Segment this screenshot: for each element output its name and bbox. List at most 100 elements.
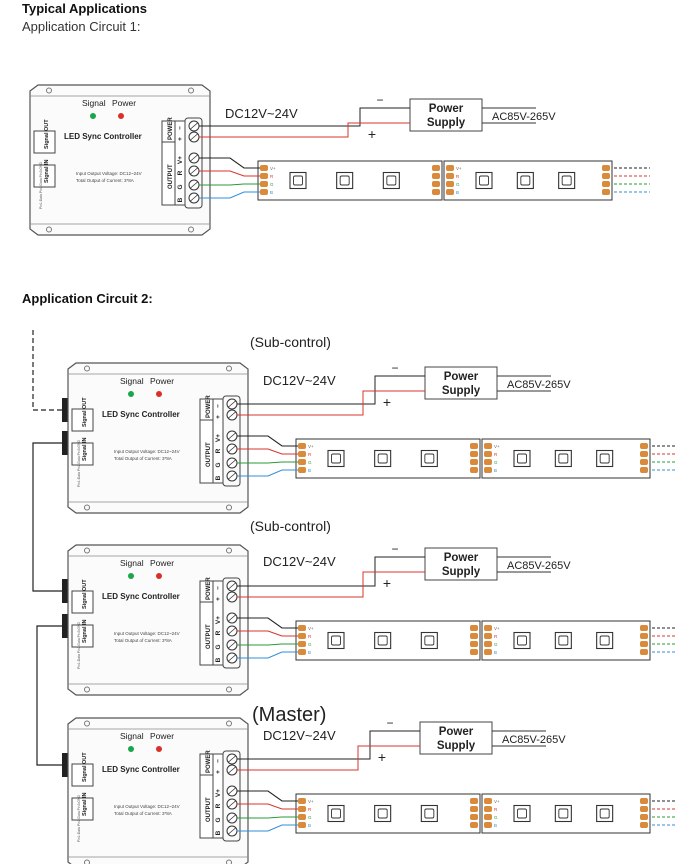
signal-out-label: Signal OUT — [82, 752, 88, 782]
strip-input-pad — [484, 467, 492, 473]
page-heading: Typical Applications — [22, 1, 147, 16]
negative-sign: − — [391, 542, 398, 556]
pin-labels: Pin1:Data Pin2:Data Pin3:GND — [77, 440, 81, 487]
output-wire — [237, 816, 298, 819]
signal-in-port — [33, 164, 56, 188]
strip-pad-label: G — [456, 182, 460, 187]
signal-out-port — [71, 590, 94, 614]
signal-led-icon — [90, 113, 96, 119]
strip-output-pad — [432, 181, 440, 187]
power-supply-label: Supply — [427, 117, 466, 129]
signal-indicator-label: Signal — [120, 558, 144, 568]
strip-pad-label: R — [494, 634, 498, 639]
strip-input-pad — [446, 173, 454, 179]
mount-hole-icon — [84, 859, 90, 864]
strip-input-pad — [446, 165, 454, 171]
voltage-label: DC12V~24V — [263, 373, 336, 388]
power-supply-label: Supply — [442, 385, 481, 397]
smd-led-core-icon — [339, 175, 350, 186]
terminal-minus-label: − — [215, 404, 222, 408]
strip-input-pad — [298, 459, 306, 465]
smd-led-core-icon — [561, 175, 572, 186]
strip-input-pad — [484, 451, 492, 457]
output-wire — [237, 790, 298, 802]
strip-input-pad — [298, 451, 306, 457]
terminal-plus-label: + — [177, 137, 184, 141]
signal-in-label: Signal IN — [82, 437, 88, 461]
pin-labels: Pin1:Data Pin2:Data Pin3:GND — [77, 622, 81, 669]
terminal-minus-label: − — [177, 126, 184, 130]
spec-voltage: Input Output Voltage: DC12~24V — [114, 631, 180, 636]
output-terminal-label: OUTPUT — [206, 797, 212, 822]
signal-led-icon — [128, 391, 134, 397]
voltage-label: DC12V~24V — [263, 728, 336, 743]
controller-name: LED Sync Controller — [64, 132, 142, 141]
negative-wire — [237, 730, 420, 760]
terminal-plus-label: + — [215, 415, 222, 419]
strip-input-pad — [260, 173, 268, 179]
strip-output-pad — [470, 649, 478, 655]
mount-hole-icon — [84, 686, 90, 693]
strip-pad-label: B — [308, 468, 311, 473]
terminal-r-label: R — [215, 803, 222, 808]
mount-hole-icon — [188, 226, 194, 233]
smd-led-core-icon — [558, 808, 569, 819]
terminal-r-label: R — [215, 630, 222, 635]
power-terminal-label: POWER — [168, 117, 174, 140]
strip-pad-label: G — [494, 815, 498, 820]
strip-output-pad — [640, 625, 648, 631]
screw-slot-icon — [228, 654, 236, 662]
signal-out-label: Signal OUT — [82, 397, 88, 427]
negative-sign: − — [376, 93, 383, 107]
output-wire — [237, 435, 298, 447]
output-wire — [199, 157, 260, 169]
strip-pad-label: V+ — [494, 626, 500, 631]
terminal-g-label: G — [215, 644, 222, 649]
power-indicator-label: Power — [150, 731, 174, 741]
screw-slot-icon — [228, 593, 236, 601]
output-wire — [237, 643, 298, 646]
smd-led-core-icon — [386, 175, 397, 186]
positive-wire — [237, 745, 420, 771]
strip-output-pad — [640, 822, 648, 828]
strip-output-pad — [470, 459, 478, 465]
power-led-icon — [118, 113, 124, 119]
ac-input-label: AC85V-265V — [507, 379, 571, 391]
signal-out-label: Signal OUT — [44, 119, 50, 149]
output-wire — [199, 191, 260, 199]
negative-wire — [199, 107, 410, 127]
terminal-plus-label: + — [215, 770, 222, 774]
pin-labels: Pin1:Data Pin2:Data Pin3:GND — [39, 162, 43, 209]
strip-input-pad — [484, 822, 492, 828]
strip-input-pad — [484, 641, 492, 647]
power-supply-box — [419, 721, 493, 755]
strip-pad-label: R — [494, 452, 498, 457]
strip-pad-label: V+ — [494, 799, 500, 804]
spec-current: Total Output of Current: 3*8A — [114, 638, 172, 643]
spec-voltage: Input Output Voltage: DC12~24V — [114, 804, 180, 809]
spec-voltage: Input Output Voltage: DC12~24V — [114, 449, 180, 454]
power-supply-label: Power — [444, 371, 479, 383]
screw-slot-icon — [190, 154, 198, 162]
smd-led-core-icon — [517, 635, 527, 646]
smd-led-core-icon — [331, 635, 341, 646]
output-wire — [237, 651, 298, 659]
signal-in-port — [71, 624, 94, 648]
strip-input-pad — [298, 798, 306, 804]
signal-in-port — [71, 442, 94, 466]
screw-slot-icon — [228, 827, 236, 835]
screw-slot-icon — [228, 755, 236, 763]
strip-pad-label: V+ — [270, 166, 276, 171]
screw-slot-icon — [228, 641, 236, 649]
smd-led-core-icon — [424, 808, 435, 819]
output-wire — [237, 461, 298, 464]
power-terminal-label: POWER — [206, 395, 212, 418]
output-wire — [237, 630, 298, 637]
smd-led-core-icon — [424, 453, 435, 464]
terminal-r-label: R — [215, 448, 222, 453]
signal-in-label: Signal IN — [82, 619, 88, 643]
smd-led-core-icon — [424, 635, 435, 646]
terminal-g-label: G — [215, 817, 222, 822]
smd-led-core-icon — [520, 175, 531, 186]
